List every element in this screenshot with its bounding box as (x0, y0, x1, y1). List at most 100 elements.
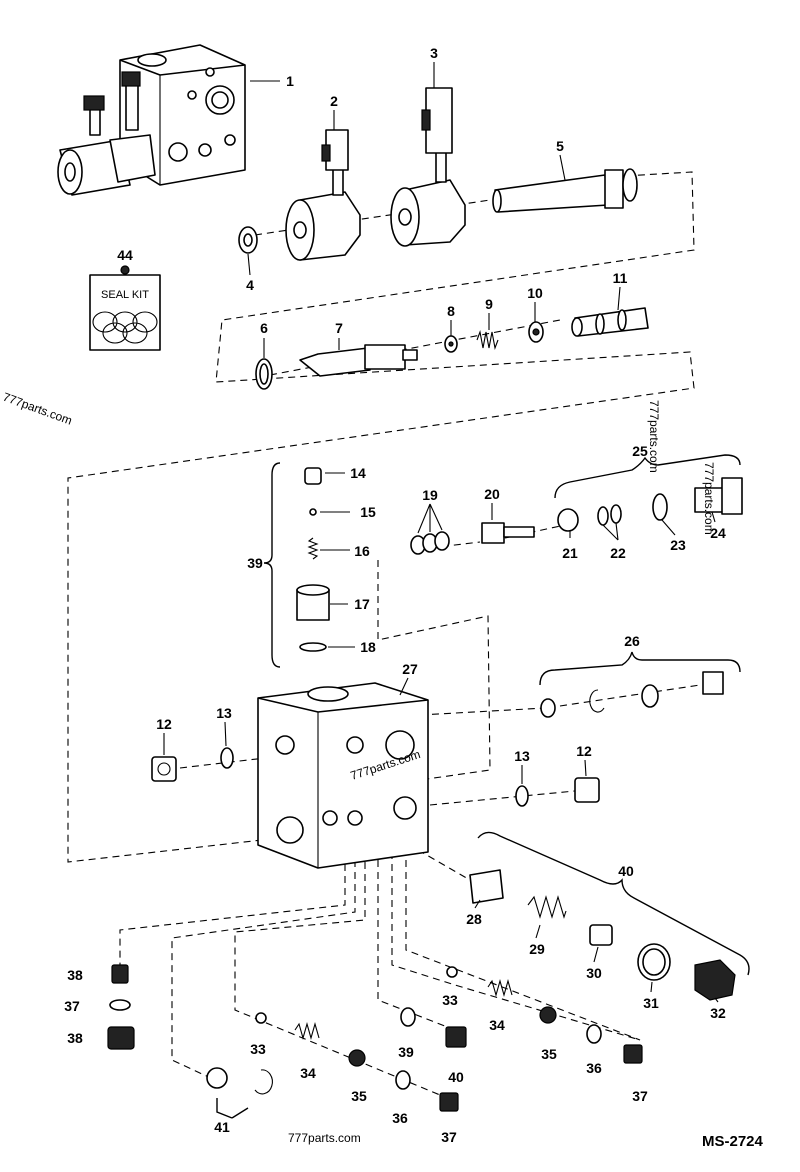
callout-7: 7 (335, 320, 343, 336)
valve-body-part-27 (257, 682, 429, 869)
callout-13-right: 13 (514, 748, 530, 764)
callout-41: 39 (247, 555, 263, 571)
watermark: 777parts.com (647, 400, 661, 473)
watermark: 777parts.com (1, 390, 74, 428)
callout-44: 44 (117, 247, 133, 263)
o-ring-part-31 (637, 943, 671, 981)
callout-42: 40 (618, 863, 634, 879)
callout-19: 19 (422, 487, 438, 503)
callout-22: 22 (610, 545, 626, 561)
callout-11: 11 (613, 270, 628, 286)
cartridge-tube-part-5 (492, 168, 638, 213)
callout-20: 20 (484, 486, 500, 502)
callout-26: 26 (624, 633, 640, 649)
poppet-part-30 (589, 924, 613, 946)
callout-30: 30 (586, 965, 602, 981)
washer-part-10 (528, 321, 544, 343)
callout-14: 14 (350, 465, 366, 481)
callout-33-right: 33 (442, 992, 458, 1008)
callout-3: 3 (430, 45, 438, 61)
solenoid-coil-part-2 (285, 129, 361, 261)
screen-part-21 (557, 508, 579, 532)
plunger-part-7 (299, 344, 418, 377)
callout-numbers: 1 2 3 5 4 44 6 7 8 9 10 11 25 14 15 16 1… (64, 45, 726, 1145)
nut-part-4 (238, 226, 258, 254)
valve-assembly-part-1 (57, 44, 246, 196)
washer-part-8 (444, 335, 458, 353)
spool-part-11 (571, 307, 649, 337)
o-ring-part-18 (299, 642, 327, 652)
callout-4: 4 (246, 277, 254, 293)
o-ring-part-23 (652, 493, 668, 521)
callout-8: 8 (447, 303, 455, 319)
callout-40-left: 38 (67, 1030, 83, 1046)
callout-36-left: 36 (392, 1110, 408, 1126)
callout-15: 15 (360, 504, 376, 520)
callout-17: 17 (354, 596, 370, 612)
callout-9: 9 (485, 296, 493, 312)
callout-28: 28 (466, 911, 482, 927)
callout-36-right: 36 (586, 1060, 602, 1076)
ball-part-15 (309, 508, 317, 516)
seal-kit-label: SEAL KIT (101, 289, 149, 301)
callout-5: 5 (556, 138, 564, 154)
callout-33-left: 33 (250, 1041, 266, 1057)
spring-part-16 (307, 537, 319, 560)
o-rings-part-22 (597, 504, 622, 526)
callout-13-left: 13 (216, 705, 232, 721)
watermark: 777parts.com (288, 1131, 361, 1145)
spring-part-9 (476, 329, 499, 351)
spring-part-29 (527, 895, 567, 919)
plug-part-14 (304, 467, 322, 485)
callout-35-left: 35 (351, 1088, 367, 1104)
o-ring-part-13-right (515, 785, 529, 807)
braces (216, 454, 750, 1119)
callout-23: 23 (670, 537, 686, 553)
callout-18: 18 (360, 639, 376, 655)
callout-24: 24 (710, 525, 726, 541)
callout-38: 38 (67, 967, 83, 983)
callout-39-left: 37 (64, 998, 80, 1014)
callout-12-left: 12 (156, 716, 172, 732)
drawing-number: MS-2724 (702, 1133, 764, 1150)
seat-part-17 (296, 584, 330, 621)
o-ring-part-6 (255, 358, 273, 390)
small-parts-lower (255, 966, 643, 1112)
plug-part-32 (694, 959, 736, 1001)
check-assembly-part-26 (540, 671, 724, 718)
callout-34-right: 34 (489, 1017, 505, 1033)
callout-6: 6 (260, 320, 268, 336)
assembly-lines (67, 171, 701, 1096)
callout-12-right: 12 (576, 743, 592, 759)
plug-part-28 (469, 869, 504, 904)
callout-31: 31 (643, 995, 659, 1011)
o-ring-part-13-left (220, 747, 234, 769)
callout-10: 10 (527, 285, 543, 301)
plug-part-12-left (151, 756, 177, 782)
plug-part-12-right (574, 777, 600, 803)
seal-kit-part-44: SEAL KIT (89, 265, 161, 351)
small-parts-left (107, 964, 273, 1095)
callout-32: 32 (710, 1005, 726, 1021)
watermark: 777parts.com (702, 462, 716, 535)
leader-lines (163, 62, 719, 1003)
callout-37-right: 37 (632, 1088, 648, 1104)
relief-valve-part-24 (694, 477, 743, 515)
callout-16: 16 (354, 543, 370, 559)
callout-40-mid: 40 (448, 1069, 464, 1085)
callout-29: 29 (529, 941, 545, 957)
callout-27: 27 (402, 661, 418, 677)
o-rings-part-19 (410, 531, 450, 555)
callout-21: 21 (562, 545, 578, 561)
callout-39-mid: 39 (398, 1044, 414, 1060)
callout-35-right: 35 (541, 1046, 557, 1062)
callout-2: 2 (330, 93, 338, 109)
callout-1: 1 (286, 73, 294, 89)
callout-37-left: 37 (441, 1129, 457, 1145)
callout-25: 25 (632, 443, 648, 459)
poppet-part-20 (481, 522, 535, 544)
callout-34-left: 34 (300, 1065, 316, 1081)
callout-43: 41 (214, 1119, 230, 1135)
solenoid-coil-part-3 (390, 87, 466, 247)
